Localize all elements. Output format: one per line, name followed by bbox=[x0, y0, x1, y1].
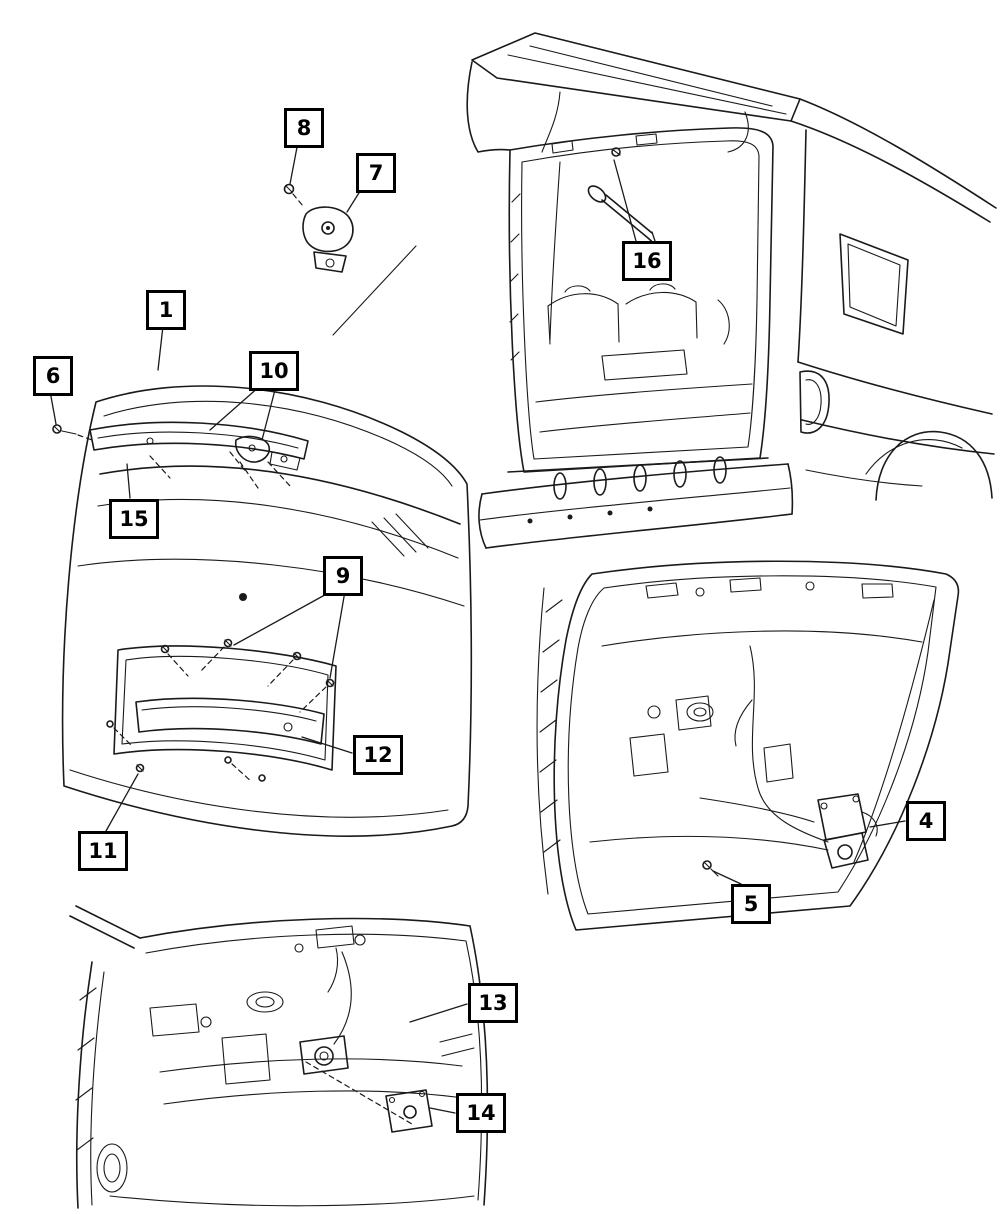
callout-13: 13 bbox=[468, 983, 518, 1023]
liftgate-inner-right-view bbox=[536, 560, 960, 931]
screw-icon bbox=[702, 860, 719, 877]
callout-4: 4 bbox=[906, 801, 946, 841]
callout-11: 11 bbox=[78, 831, 128, 871]
liftgate-inner-bottom-view bbox=[69, 905, 489, 1209]
callout-16: 16 bbox=[622, 241, 672, 281]
callout-14: 14 bbox=[456, 1093, 506, 1133]
vehicle-rear-view bbox=[466, 32, 997, 549]
wiper-motor-hardware bbox=[234, 435, 301, 489]
callout-1: 1 bbox=[146, 290, 186, 330]
speaker-grille bbox=[96, 1143, 128, 1193]
callout-9: 9 bbox=[323, 556, 363, 596]
callout-12: 12 bbox=[353, 735, 403, 775]
callout-8: 8 bbox=[284, 108, 324, 148]
taillight bbox=[799, 370, 830, 434]
spoiler-strip bbox=[89, 421, 309, 479]
hinge-bracket-assembly bbox=[283, 183, 417, 336]
callout-10: 10 bbox=[249, 351, 299, 391]
wheel-arch bbox=[865, 430, 993, 501]
weatherstrip bbox=[536, 587, 563, 895]
lower-latch-assembly bbox=[299, 1035, 433, 1133]
liftgate-handle-strip bbox=[135, 697, 325, 745]
screw-icon bbox=[52, 424, 93, 441]
callout-6: 6 bbox=[33, 356, 73, 396]
open-liftgate bbox=[471, 32, 801, 153]
callout-leader-lines bbox=[49, 141, 906, 1114]
license-plate-recess bbox=[113, 645, 337, 771]
latch-assembly bbox=[817, 793, 878, 869]
callout-5: 5 bbox=[731, 884, 771, 924]
rear-bumper bbox=[478, 456, 794, 549]
screw-icon bbox=[283, 183, 295, 195]
quarter-window bbox=[839, 233, 909, 335]
interior-seats bbox=[535, 161, 753, 433]
wiper-pivot bbox=[239, 593, 247, 601]
striker-screw-and-tool bbox=[587, 147, 660, 249]
callout-15: 15 bbox=[109, 499, 159, 539]
callout-7: 7 bbox=[356, 153, 396, 193]
rear-aperture bbox=[508, 127, 774, 473]
liftgate-outer-view bbox=[52, 385, 473, 837]
fastener-screws bbox=[106, 638, 335, 783]
